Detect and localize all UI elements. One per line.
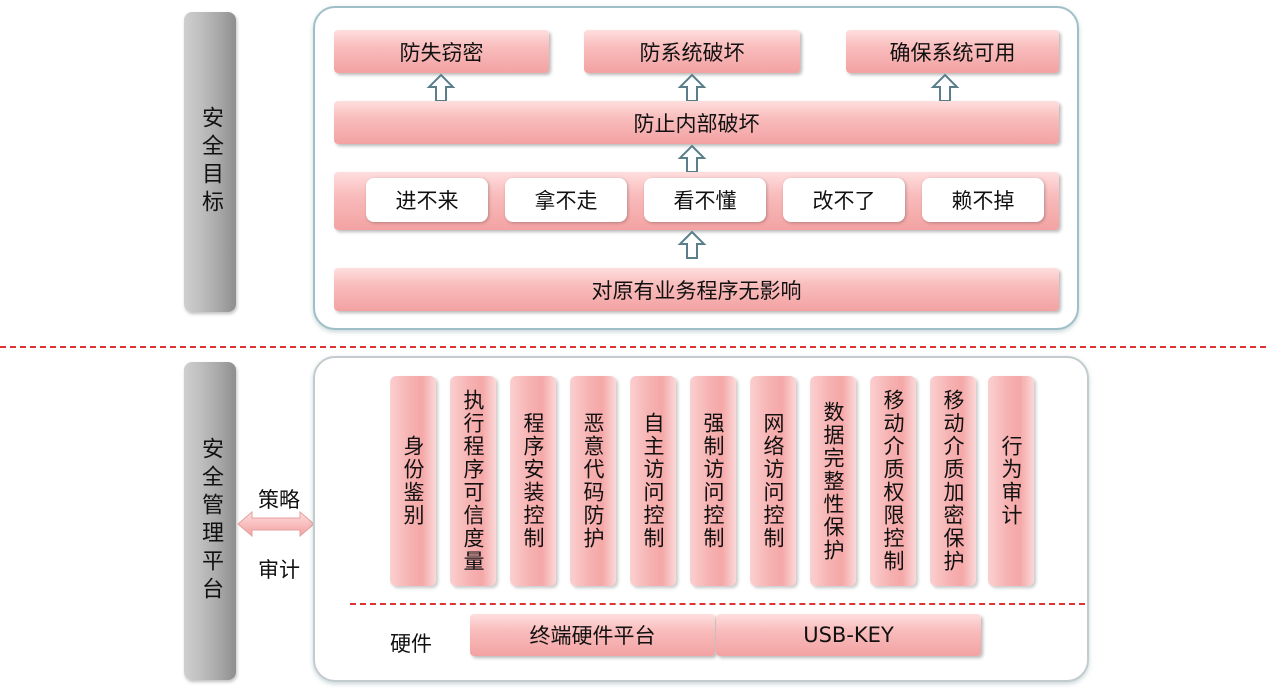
goal-no-business-impact: 对原有业务程序无影响 bbox=[334, 268, 1059, 311]
module-network-access: 网络访问控制 bbox=[750, 376, 796, 586]
hardware-label: 硬件 bbox=[390, 632, 432, 656]
security-goals-side-label: 安全目标 bbox=[184, 12, 236, 312]
hardware-usb-key: USB-KEY bbox=[716, 614, 981, 656]
goal-availability: 确保系统可用 bbox=[846, 30, 1059, 73]
module-behavior-audit: 行为审计 bbox=[988, 376, 1034, 586]
module-trusted-measurement: 执行程序可信度量 bbox=[450, 376, 496, 586]
module-malware-protection: 恶意代码防护 bbox=[570, 376, 616, 586]
audit-label: 审计 bbox=[258, 558, 300, 582]
hardware-divider bbox=[350, 603, 1085, 605]
up-arrow-icon bbox=[677, 73, 707, 102]
measure-item: 改不了 bbox=[783, 178, 905, 222]
module-mandatory-access: 强制访问控制 bbox=[690, 376, 736, 586]
module-identity-auth: 身份鉴别 bbox=[390, 376, 436, 586]
module-media-permission: 移动介质权限控制 bbox=[870, 376, 916, 586]
module-media-encryption: 移动介质加密保护 bbox=[930, 376, 976, 586]
up-arrow-icon bbox=[930, 73, 960, 102]
measure-item: 拿不走 bbox=[505, 178, 627, 222]
module-install-control: 程序安装控制 bbox=[510, 376, 556, 586]
module-discretionary-access: 自主访问控制 bbox=[630, 376, 676, 586]
up-arrow-icon bbox=[677, 144, 707, 173]
section-divider bbox=[0, 346, 1266, 348]
policy-label: 策略 bbox=[258, 488, 300, 512]
up-arrow-icon bbox=[426, 73, 456, 102]
measure-item: 赖不掉 bbox=[922, 178, 1044, 222]
module-data-integrity: 数据完整性保护 bbox=[810, 376, 856, 586]
goal-prevent-internal-sabotage: 防止内部破坏 bbox=[334, 101, 1059, 144]
hardware-terminal-platform: 终端硬件平台 bbox=[470, 614, 715, 656]
measure-item: 进不来 bbox=[366, 178, 488, 222]
goal-anti-theft: 防失窃密 bbox=[334, 30, 549, 73]
management-platform-side-label: 安全管理平台 bbox=[184, 362, 236, 680]
up-arrow-icon bbox=[677, 230, 707, 259]
measure-item: 看不懂 bbox=[644, 178, 766, 222]
double-arrow-icon bbox=[237, 510, 315, 538]
goal-anti-sabotage: 防系统破坏 bbox=[584, 30, 800, 73]
